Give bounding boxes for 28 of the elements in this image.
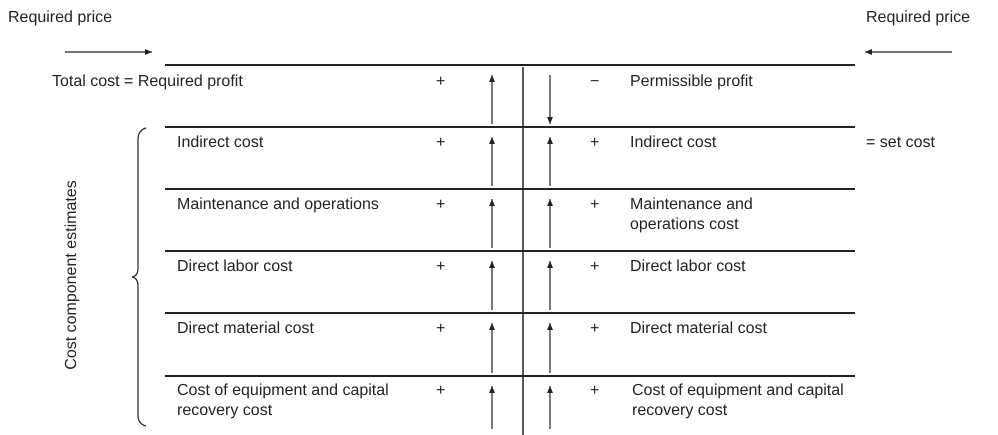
plus-sign: + — [590, 381, 600, 401]
row-label: Maintenance and operations cost — [630, 195, 754, 235]
plus-sign: + — [590, 319, 600, 339]
row-label: Indirect cost — [630, 133, 716, 153]
row-label: Indirect cost — [177, 133, 264, 153]
price-label: Required price — [8, 8, 112, 28]
equation-label: Total cost = Required profit — [52, 72, 243, 92]
plus-sign: + — [436, 72, 446, 92]
row-label: Cost of equipment and capital recovery cost — [632, 381, 845, 421]
group-label: Cost component estimates — [62, 180, 81, 370]
price-label: Required price — [866, 8, 970, 28]
plus-sign: + — [436, 133, 446, 153]
row-label: Direct material cost — [177, 319, 314, 339]
plus-sign: + — [436, 257, 446, 277]
row-label: Permissible profit — [630, 72, 753, 92]
plus-sign: + — [436, 319, 446, 339]
row-label: Cost of equipment and capital recovery cost — [177, 381, 390, 421]
equation-label: = set cost — [866, 133, 935, 153]
plus-sign: + — [436, 381, 446, 401]
row-label: Direct labor cost — [177, 257, 293, 277]
plus-sign: + — [590, 257, 600, 277]
plus-sign: + — [590, 133, 600, 153]
minus-sign: − — [590, 72, 600, 92]
plus-sign: + — [590, 195, 600, 215]
row-label: Maintenance and operations — [177, 195, 379, 215]
row-label: Direct labor cost — [630, 257, 746, 277]
plus-sign: + — [436, 195, 446, 215]
row-label: Direct material cost — [630, 319, 767, 339]
